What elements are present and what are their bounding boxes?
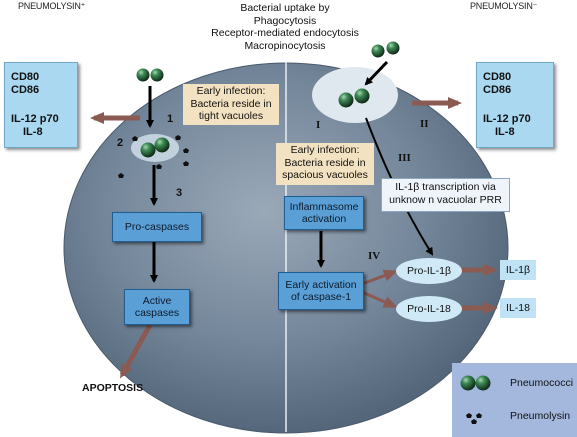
pathway-IV-label: IV — [368, 250, 381, 262]
active-caspases-line: Active — [142, 294, 172, 307]
pneumococci-in-spacious-vacuole — [338, 88, 370, 108]
legend-pneumolysin-label: Pneumolysin — [510, 410, 571, 422]
uptake-line: Phagocytosis — [253, 14, 317, 27]
pro-caspases-label: Pro-caspases — [124, 220, 190, 233]
legend-pneumococci-label: Pneumococci — [510, 377, 574, 389]
pathway-I-label: I — [316, 119, 321, 131]
marker-cd86: CD86 — [483, 84, 512, 96]
early-activation-line: Early activation — [285, 278, 357, 291]
il18-output: IL-18 — [500, 298, 536, 318]
early-activation-line: of caspase-1 — [290, 291, 352, 303]
legend-icons — [460, 375, 491, 424]
note-spacious-vacuoles: Early infection: Bacteria reside in spac… — [276, 143, 374, 185]
header-pneumolysin-negative: PNEUMOLYSIN⁻ — [470, 1, 538, 11]
arrow-to-apoptosis — [119, 323, 153, 379]
marker-cd80: CD80 — [11, 71, 40, 83]
pneumococci-outside-left — [136, 68, 164, 82]
header-pneumolysin-positive: PNEUMOLYSIN⁺ — [18, 1, 86, 11]
il1b-label: IL-1β — [505, 264, 531, 276]
left-marker-box: CD80 CD86 IL-12 p70 IL-8 — [4, 62, 78, 148]
step-2-label: 2 — [117, 137, 124, 149]
legend-panel: Pneumococci Pneumolysin — [452, 363, 577, 437]
note-line: Early infection: — [290, 144, 360, 156]
uptake-line: Macropinocytosis — [244, 39, 326, 52]
il1b-output: IL-1β — [500, 260, 536, 280]
early-caspase-activation-box: Early activation of caspase-1 — [278, 272, 364, 310]
note-line: Bacteria reside in — [190, 97, 272, 110]
pro-il18-ellipse: Pro-IL-18 — [396, 296, 462, 322]
note-line: Bacteria reside in — [284, 156, 366, 169]
arrow-caspase-to-pro-il1b — [361, 269, 398, 286]
pro-il1b-label: Pro-IL-1β — [407, 265, 451, 277]
inflammasome-line: activation — [301, 213, 347, 225]
arrow-entry-right — [364, 60, 389, 86]
right-marker-box: CD80 CD86 IL-12 p70 IL-8 — [476, 62, 554, 148]
apoptosis-label: APOPTOSIS — [82, 382, 144, 394]
il18-label: IL-18 — [506, 302, 530, 314]
active-caspases-box: Active caspases — [124, 289, 190, 325]
marker-il12: IL-12 p70 — [483, 113, 531, 125]
note-line: spacious vacuoles — [282, 169, 368, 181]
marker-il12: IL-12 p70 — [11, 113, 59, 125]
step-1-label: 1 — [167, 113, 174, 125]
pneumolysin-toxins — [118, 135, 189, 178]
uptake-line: Bacterial uptake by — [240, 2, 330, 14]
marker-cd86: CD86 — [11, 84, 40, 96]
note-line: IL-1β transcription via — [395, 181, 496, 193]
uptake-line: Receptor-mediated endocytosis — [211, 27, 359, 39]
pro-il1b-ellipse: Pro-IL-1β — [396, 258, 462, 284]
note-il1b-transcription: IL-1β transcription via unknow n vacuola… — [381, 178, 510, 212]
uptake-heading: Bacterial uptake by Phagocytosis Recepto… — [190, 2, 380, 52]
arrow-caspase-to-pro-il18 — [361, 290, 398, 308]
note-line: Early infection: — [196, 85, 266, 97]
active-caspases-line: caspases — [134, 307, 180, 319]
note-line: unknow n vacuolar PRR — [389, 193, 502, 206]
pneumococci-outside-right — [371, 41, 400, 58]
marker-cd80: CD80 — [483, 71, 512, 83]
pneumococci-in-tight-vacuole — [140, 137, 170, 158]
pro-caspases-box: Pro-caspases — [112, 212, 202, 242]
note-tight-vacuoles: Early infection: Bacteria reside in tigh… — [183, 84, 279, 125]
inflammasome-box: Inflammasome activation — [284, 196, 364, 230]
pro-il18-label: Pro-IL-18 — [407, 303, 451, 315]
marker-il8: IL-8 — [495, 126, 515, 138]
marker-il8: IL-8 — [23, 126, 43, 138]
pathway-II-label: II — [420, 118, 429, 130]
inflammasome-line: Inflammasome — [289, 200, 359, 213]
note-line: tight vacuoles — [198, 110, 264, 122]
step-3-label: 3 — [176, 187, 183, 199]
pathway-III-label: III — [398, 152, 411, 164]
pneumococci-icon — [460, 375, 491, 391]
pneumolysin-icon — [466, 413, 482, 424]
